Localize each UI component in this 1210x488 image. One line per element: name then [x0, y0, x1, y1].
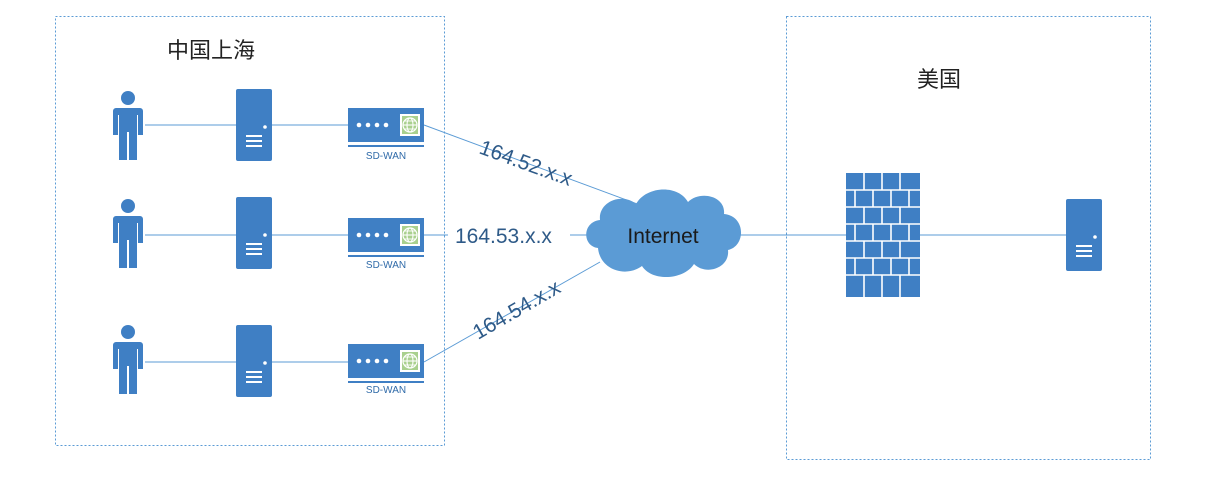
firewall-icon — [846, 173, 920, 297]
region-box-usa — [786, 16, 1151, 460]
ip-label-3: 164.54.x.x — [469, 276, 565, 345]
connection-lines — [145, 124, 1066, 363]
sdwan-label-3: SD-WAN — [366, 385, 406, 396]
server-icon — [236, 89, 272, 161]
sdwan-label-1: SD-WAN — [366, 151, 406, 162]
person-icon — [113, 325, 143, 394]
link-router-internet-1 — [423, 124, 641, 206]
ip-label-1: 164.52.x.x — [476, 136, 575, 191]
sdwan-router-icon — [347, 217, 425, 258]
cloud-icon — [586, 189, 742, 278]
server-icon — [236, 197, 272, 269]
server-icon — [236, 325, 272, 397]
region-label-shanghai: 中国上海 — [167, 39, 255, 64]
sdwan-label-2: SD-WAN — [366, 260, 406, 271]
person-icon — [113, 199, 143, 268]
region-box-shanghai — [55, 16, 445, 446]
sdwan-router-icon — [347, 107, 425, 148]
person-icon — [113, 91, 143, 160]
server-icon — [1066, 199, 1102, 271]
sdwan-router-icon — [347, 343, 425, 384]
ip-label-2: 164.53.x.x — [455, 225, 552, 248]
cloud-label: Internet — [627, 225, 698, 248]
link-router-internet-3 — [423, 261, 601, 363]
region-label-usa: 美国 — [917, 68, 961, 93]
